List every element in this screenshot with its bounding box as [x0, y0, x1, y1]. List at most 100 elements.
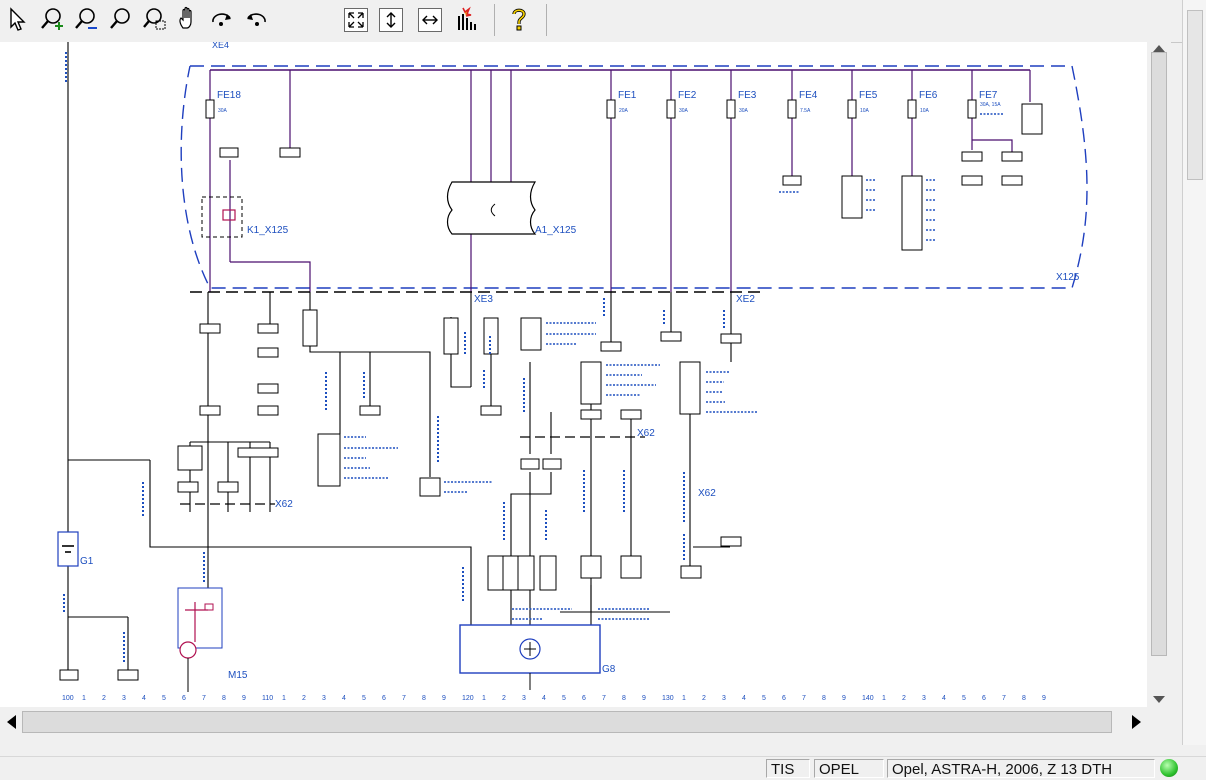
scale-tick-label: 8 — [1022, 695, 1026, 702]
fit-all-icon[interactable] — [344, 8, 368, 32]
scale-tick-label: 5 — [162, 695, 166, 702]
pan-hand-icon[interactable] — [172, 3, 204, 35]
scale-tick-label: 2 — [302, 695, 306, 702]
fuse-label-fe7: FE7 — [979, 90, 998, 101]
zoom-icon[interactable] — [104, 3, 136, 35]
scale-tick-label: 7 — [402, 695, 406, 702]
fuse-rating: 10A — [860, 108, 870, 114]
scale-tick-label: 140 — [862, 695, 874, 702]
status-source: TIS — [766, 759, 810, 778]
scale-tick-label: 6 — [382, 695, 386, 702]
scale-tick-label: 9 — [842, 695, 846, 702]
window-scroll-thumb[interactable] — [1187, 10, 1203, 180]
scale-tick-label: 5 — [962, 695, 966, 702]
scale-tick-label: 1 — [882, 695, 886, 702]
status-bar: TIS OPEL Opel, ASTRA-H, 2006, Z 13 DTH — [0, 756, 1206, 780]
scale-tick-label: 8 — [622, 695, 626, 702]
relay-label-k1: K1_X125 — [247, 225, 289, 236]
help-icon[interactable] — [503, 3, 535, 35]
scale-tick-label: 6 — [582, 695, 586, 702]
scale-tick-label: 110 — [262, 695, 273, 702]
status-vehicle: Opel, ASTRA-H, 2006, Z 13 DTH — [887, 759, 1155, 778]
vertical-scroll-thumb[interactable] — [1151, 52, 1167, 656]
fit-width-icon[interactable] — [418, 8, 442, 32]
scale-tick-label: 6 — [182, 695, 186, 702]
scale-tick-label: 6 — [782, 695, 786, 702]
wiring-diagram: 30A 20A 30A 30A 7.5A 10A 10A 30A, 15A FE… — [57, 42, 1088, 702]
horizontal-scroll-thumb[interactable] — [22, 711, 1112, 733]
scale-tick-label: 130 — [662, 695, 674, 702]
module-label-x125: X125 — [1056, 272, 1080, 283]
connector-xe3: XE3 — [474, 294, 493, 305]
fuse-label-fe18: FE18 — [217, 90, 241, 101]
scale-tick-label: 2 — [102, 695, 106, 702]
rotate-forward-icon[interactable] — [206, 3, 238, 35]
connector-xe2: XE2 — [736, 294, 755, 305]
toolbar-separator — [494, 4, 495, 36]
scale-tick-label: 7 — [202, 695, 206, 702]
scale-tick-label: 100 — [62, 695, 74, 702]
diagram-vertical-scrollbar[interactable] — [1147, 42, 1171, 707]
scale-tick-label: 9 — [642, 695, 646, 702]
scale-tick-label: 5 — [362, 695, 366, 702]
diagram-horizontal-scrollbar[interactable] — [0, 707, 1171, 742]
connector-x62-c: X62 — [698, 488, 716, 499]
scroll-up-icon[interactable] — [1151, 42, 1167, 54]
module-label-a1: A1_X125 — [535, 225, 577, 236]
highlight-circuit-icon[interactable] — [452, 3, 484, 35]
fuse-label-fe1: FE1 — [618, 90, 637, 101]
status-brand: OPEL — [814, 759, 884, 778]
scale-tick-label: 1 — [82, 695, 86, 702]
scale-tick-label: 1 — [282, 695, 286, 702]
scale-tick-label: 1 — [682, 695, 686, 702]
scale-tick-label: 3 — [322, 695, 326, 702]
scale-tick-label: 2 — [702, 695, 706, 702]
scale-tick-label: 7 — [802, 695, 806, 702]
fuse-rating: 10A — [920, 108, 930, 114]
scale-tick-label: 2 — [902, 695, 906, 702]
fuse-label-fe3: FE3 — [738, 90, 757, 101]
wiring-diagram-canvas[interactable]: 30A 20A 30A 30A 7.5A 10A 10A 30A, 15A FE… — [0, 42, 1147, 707]
scroll-left-icon[interactable] — [4, 713, 20, 731]
fuse-rating: 30A — [679, 108, 689, 114]
scale-tick-label: 3 — [722, 695, 726, 702]
scale-tick-label: 5 — [762, 695, 766, 702]
rotate-back-icon[interactable] — [240, 3, 272, 35]
scale-tick-label: 2 — [502, 695, 506, 702]
scroll-right-icon[interactable] — [1128, 713, 1144, 731]
window-vertical-scrollbar[interactable] — [1182, 0, 1206, 745]
connection-status-indicator — [1160, 759, 1178, 777]
zoom-out-icon[interactable] — [70, 3, 102, 35]
zoom-window-icon[interactable] — [138, 3, 170, 35]
fuse-label-fe6: FE6 — [919, 90, 938, 101]
scale-tick-label: 4 — [142, 695, 146, 702]
zoom-in-icon[interactable] — [36, 3, 68, 35]
fuse-label-fe4: FE4 — [799, 90, 818, 101]
scale-tick-label: 7 — [602, 695, 606, 702]
fit-height-icon[interactable] — [379, 8, 403, 32]
select-pointer-icon[interactable] — [2, 3, 34, 35]
fuse-label-fe2: FE2 — [678, 90, 697, 101]
connector-xe4: XE4 — [212, 42, 229, 50]
scale-tick-label: 4 — [342, 695, 346, 702]
fuse-rating: 30A, 15A — [980, 102, 1001, 108]
scale-tick-label: 120 — [462, 695, 474, 702]
scale-tick-label: 7 — [1002, 695, 1006, 702]
scale-tick-label: 1 — [482, 695, 486, 702]
grid-scale: 100 1 2 3 4 5 6 7 8 9 110 1 2 3 4 5 6 7 8 9 120 1 2 3 4 5 6 7 8 9 130 1… — [62, 695, 1046, 702]
x125-module-frame — [180, 65, 1088, 289]
scale-tick-label: 8 — [222, 695, 226, 702]
scale-tick-label: 3 — [522, 695, 526, 702]
fuse-ratings: 30A 20A 30A 30A 7.5A 10A 10A 30A, 15A — [218, 102, 1001, 114]
scroll-down-icon[interactable] — [1151, 694, 1167, 706]
toolbar-separator — [546, 4, 547, 36]
fuse-rating: 20A — [619, 108, 629, 114]
connector-x62-b: X62 — [275, 499, 293, 510]
toolbar — [0, 0, 1182, 43]
scale-tick-label: 4 — [542, 695, 546, 702]
connector-x62-a: X62 — [637, 428, 655, 439]
generator-label-g8: G8 — [602, 664, 616, 675]
scale-tick-label: 9 — [242, 695, 246, 702]
scale-tick-label: 6 — [982, 695, 986, 702]
scale-tick-label: 8 — [822, 695, 826, 702]
